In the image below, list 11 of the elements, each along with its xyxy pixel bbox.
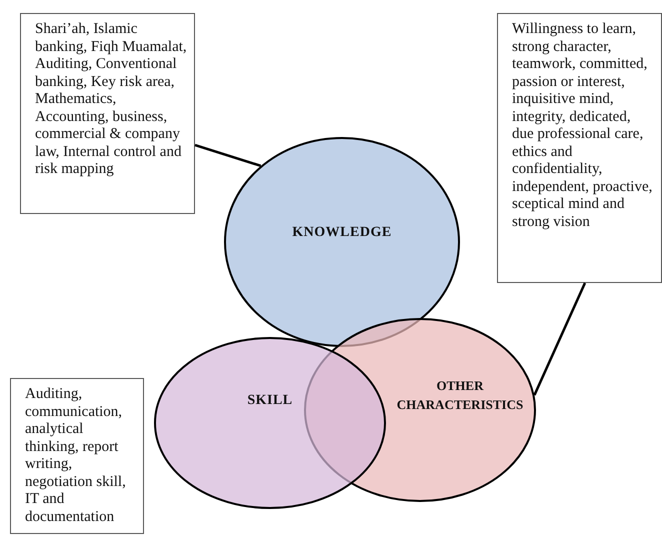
circle-label: OTHER CHARACTERISTICS xyxy=(396,377,524,414)
box-text: Willingness to learn, strong character, teamwork, committed, passion or interest, inquisitive mind, integrity, dedicated, due professional care, ethics and confidentiality, independent, proactive, sceptical mind and strong vision xyxy=(512,21,654,231)
circle-label: SKILL xyxy=(246,392,294,410)
text-box xyxy=(497,13,662,283)
leader-line xyxy=(194,144,262,168)
circle-label: KNOWLEDGE xyxy=(291,224,393,242)
text-box xyxy=(20,13,195,214)
box-text: Shari’ah, Islamic banking, Fiqh Muamalat, Auditing, Conventional banking, Key risk area, Mathematics, Accounting, business, commercial & company law, Internal control and risk mapping xyxy=(35,21,188,178)
leader-line xyxy=(533,282,586,396)
text-box xyxy=(10,378,144,534)
box-text: Auditing, communication, analytical thinking, report writing, negotiation skill, IT and documentation xyxy=(25,386,127,526)
